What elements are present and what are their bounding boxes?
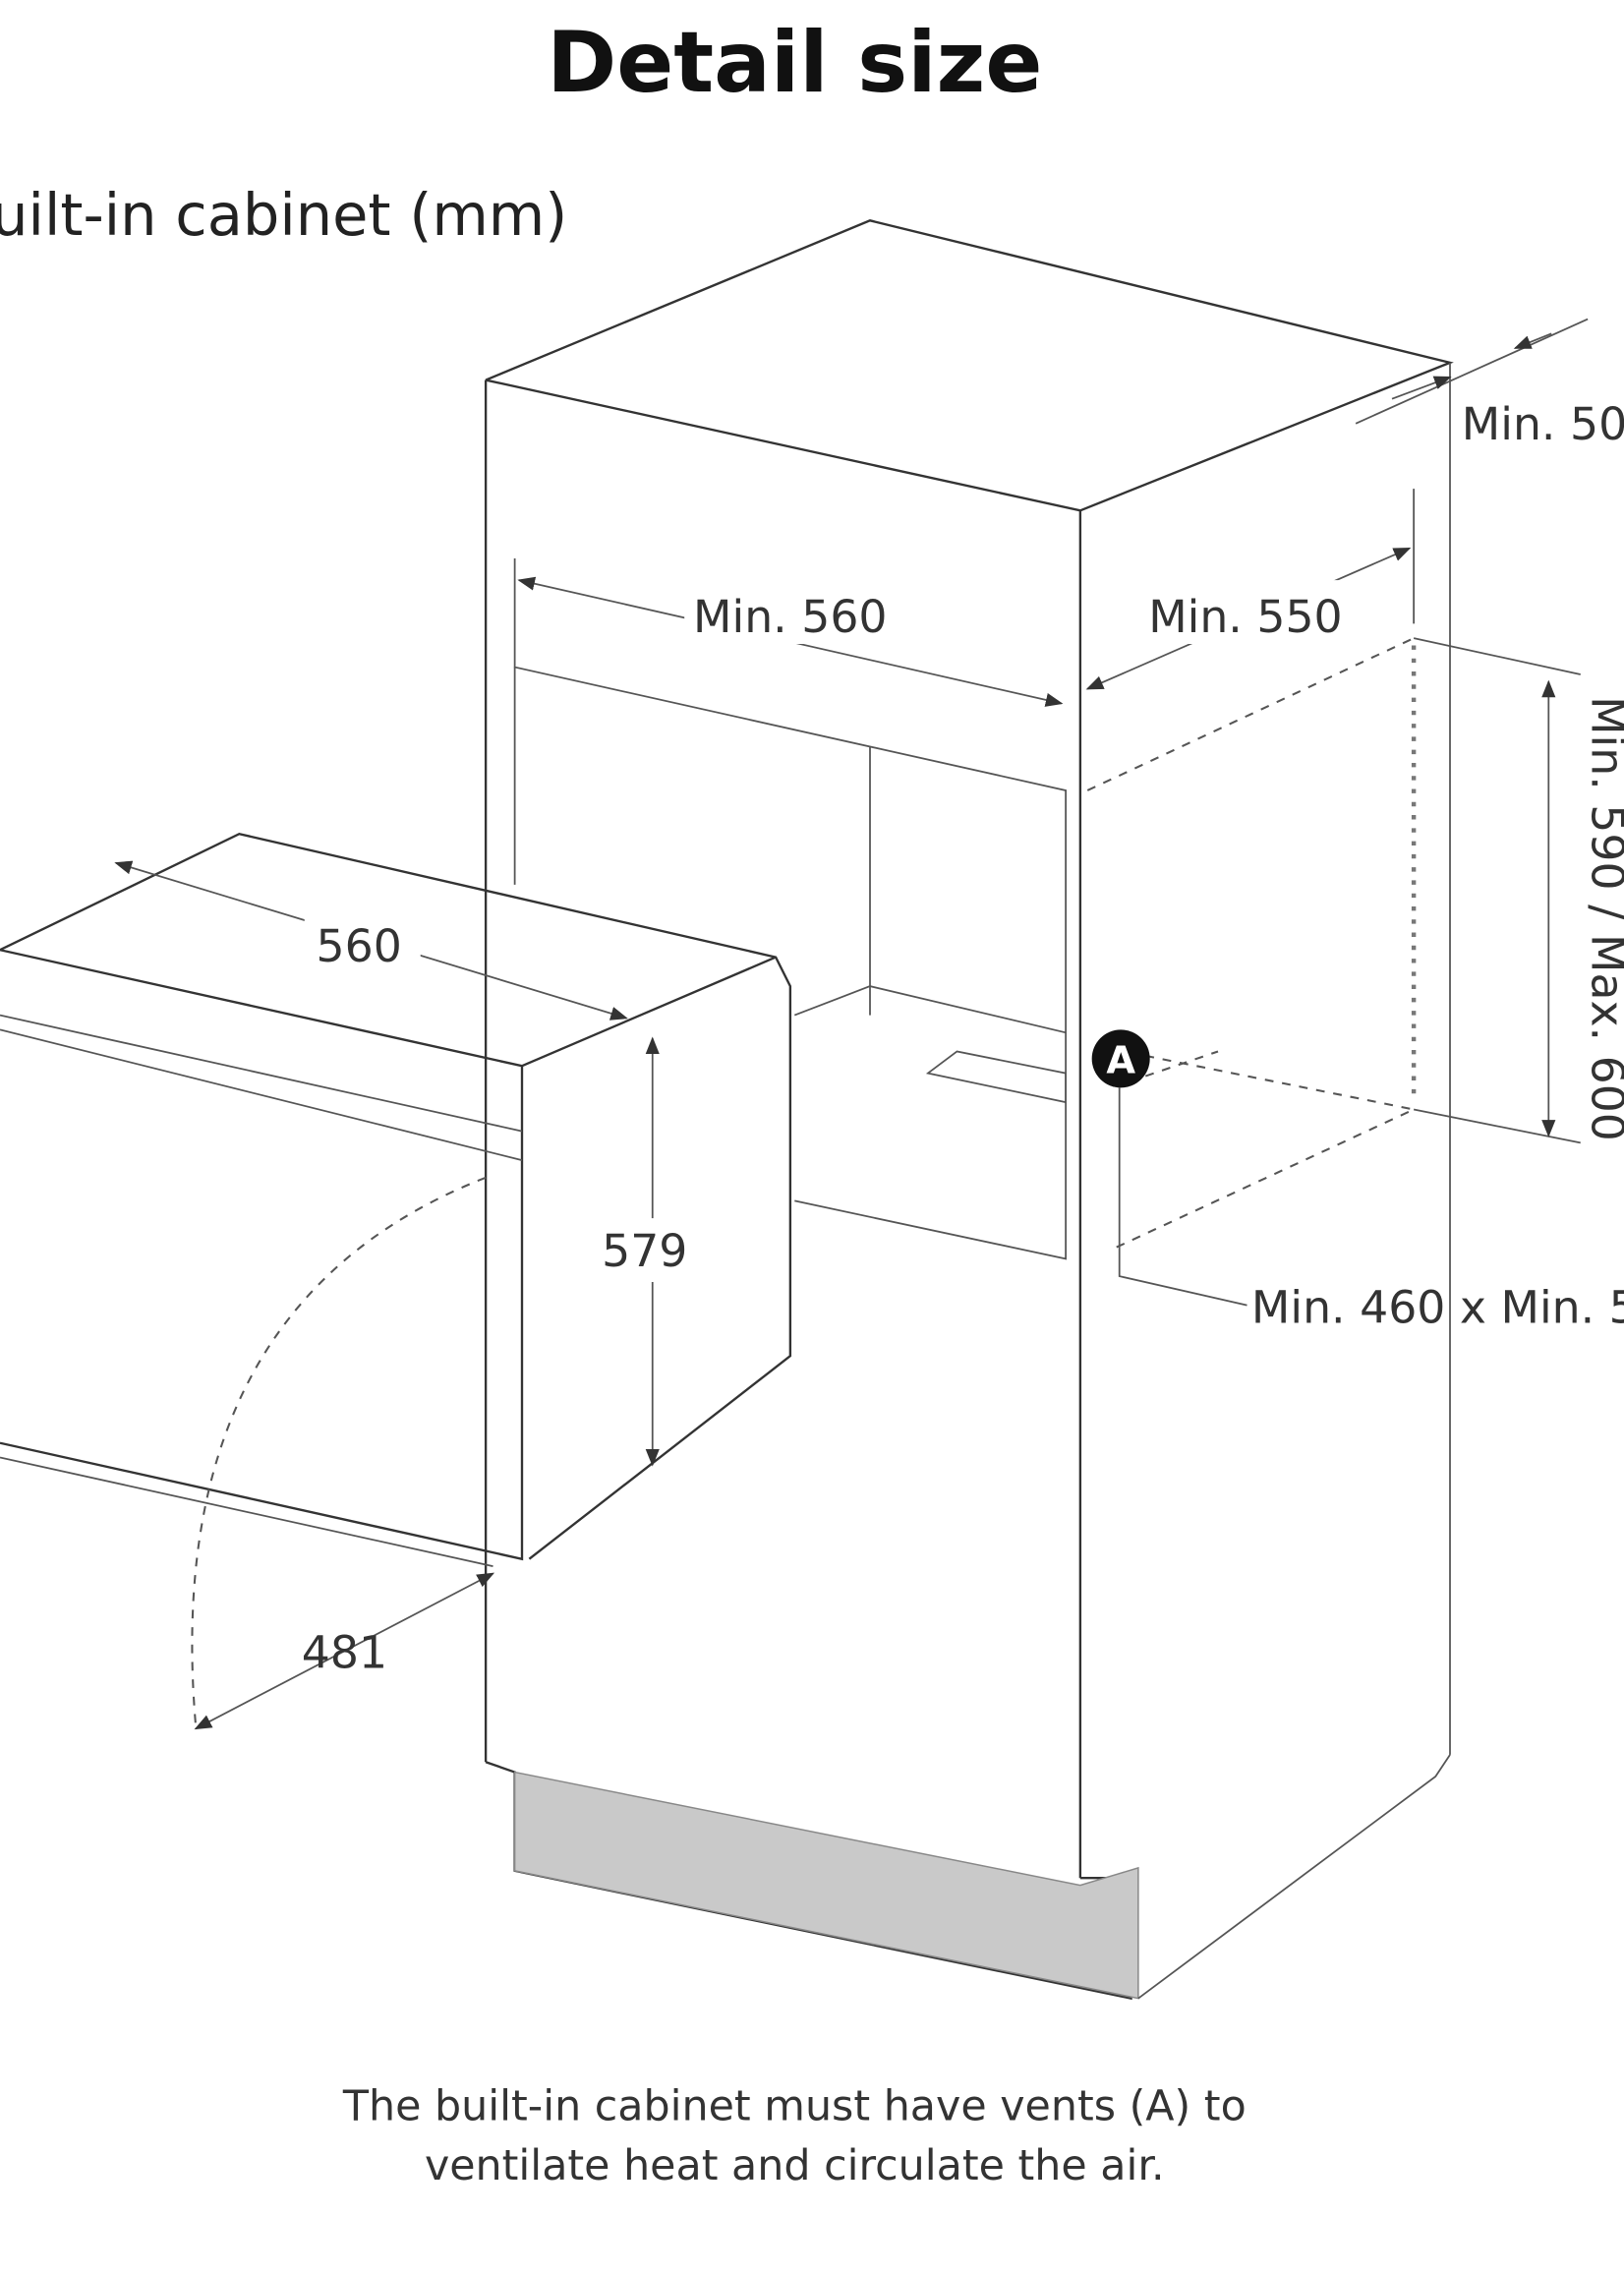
label-cabinet-depth: Min. 550	[1148, 591, 1342, 643]
cabinet	[484, 219, 1581, 2001]
vent-marker: A	[1091, 1029, 1150, 1088]
note-line-1: The built-in cabinet must have vents (A)…	[342, 2082, 1247, 2131]
label-top-gap: Min. 50	[1462, 398, 1624, 450]
label-door-swing: 481	[302, 1626, 387, 1678]
svg-text:A: A	[1106, 1039, 1135, 1083]
plinth	[513, 1771, 1139, 2000]
label-oven-width: 560	[317, 920, 402, 972]
label-opening-height: Min. 590 / Max. 600	[1582, 696, 1624, 1141]
diagram-subtitle: uilt-in cabinet (mm)	[0, 181, 567, 249]
note-line-2: ventilate heat and circulate the air.	[425, 2141, 1165, 2190]
label-vent-size: Min. 460 x Min. 50	[1251, 1281, 1624, 1333]
label-cabinet-width: Min. 560	[693, 591, 887, 643]
label-oven-height: 579	[602, 1225, 687, 1277]
diagram-title: Detail size	[547, 15, 1042, 112]
oven	[0, 832, 792, 1726]
